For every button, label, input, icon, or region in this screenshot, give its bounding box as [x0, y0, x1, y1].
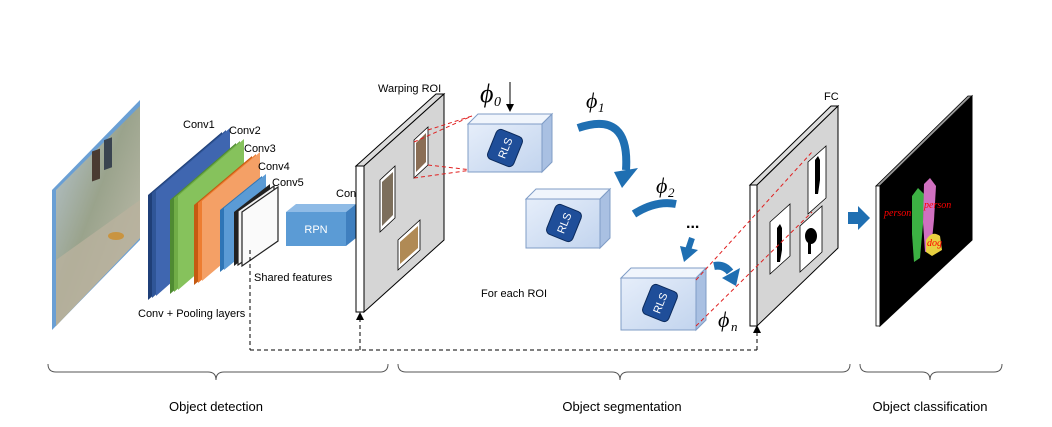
warping-roi-panel — [354, 92, 446, 314]
conv3-label: Conv3 — [244, 143, 276, 155]
rls-box-3 — [619, 266, 708, 332]
silhouette-thumbnail — [769, 203, 791, 275]
shared-features-label: Shared features — [254, 272, 333, 284]
svg-text:ϕ: ϕ — [718, 307, 729, 332]
phi-0-label: ϕ 0 — [480, 79, 501, 110]
svg-text:ϕ: ϕ — [586, 88, 597, 113]
fc-projection-lines — [695, 151, 813, 327]
stage-label-detection: Object detection — [169, 399, 263, 414]
conv-layer-stack — [148, 128, 279, 300]
silhouette-thumbnail — [807, 145, 827, 215]
conv5-block — [234, 184, 279, 268]
warping-roi-label: Warping ROI — [378, 83, 441, 95]
conv2-label: Conv2 — [229, 125, 261, 137]
curved-arrow-1 — [576, 119, 638, 188]
fc-panel — [748, 104, 840, 328]
phi-2-label: ϕ 2 — [656, 173, 675, 200]
result-label-dog: dog — [927, 238, 942, 249]
rpn-label: RPN — [304, 224, 327, 236]
phi-n-label: ϕ n — [718, 307, 738, 334]
conv4-label: Conv4 — [258, 161, 290, 173]
conv1-label: Conv1 — [183, 119, 215, 131]
stage-braces — [47, 363, 1003, 381]
curved-arrow-2 — [631, 199, 677, 218]
result-panel — [875, 94, 973, 328]
feedback-arrow-head — [753, 325, 761, 333]
rls-box-2 — [524, 187, 612, 250]
phi-1-label: ϕ 1 — [586, 88, 605, 115]
projection-lines — [413, 115, 473, 179]
stage-label-segmentation: Object segmentation — [562, 399, 681, 414]
input-image — [52, 100, 140, 330]
conv-pooling-label: Conv + Pooling layers — [138, 308, 246, 320]
svg-text:n: n — [731, 319, 738, 334]
svg-text:2: 2 — [668, 185, 675, 200]
result-label-person-b: person — [923, 200, 951, 211]
result-label-person-a: person — [883, 208, 911, 219]
ellipsis-label: ... — [686, 215, 699, 232]
rls-box-1 — [466, 112, 554, 174]
for-each-roi-label: For each ROI — [481, 288, 547, 300]
svg-text:ϕ: ϕ — [480, 79, 493, 108]
arrow-to-classification — [848, 206, 870, 230]
svg-text:0: 0 — [494, 95, 501, 110]
conv5-label: Conv5 — [272, 177, 304, 189]
small-arrow-right — [713, 261, 740, 286]
rpn-block — [286, 204, 356, 246]
feedback-dashed-line — [249, 250, 758, 351]
svg-text:ϕ: ϕ — [656, 173, 667, 198]
roi-thumbnail — [379, 165, 396, 233]
roi-thumbnail — [413, 126, 429, 179]
svg-text:1: 1 — [598, 100, 605, 115]
stage-label-classification: Object classification — [873, 399, 988, 414]
feedback-arrow-head — [356, 312, 364, 320]
silhouette-thumbnail — [799, 205, 823, 273]
small-arrow-down — [680, 237, 698, 262]
roi-thumbnail — [397, 219, 421, 271]
fc-label: FC — [824, 91, 839, 103]
